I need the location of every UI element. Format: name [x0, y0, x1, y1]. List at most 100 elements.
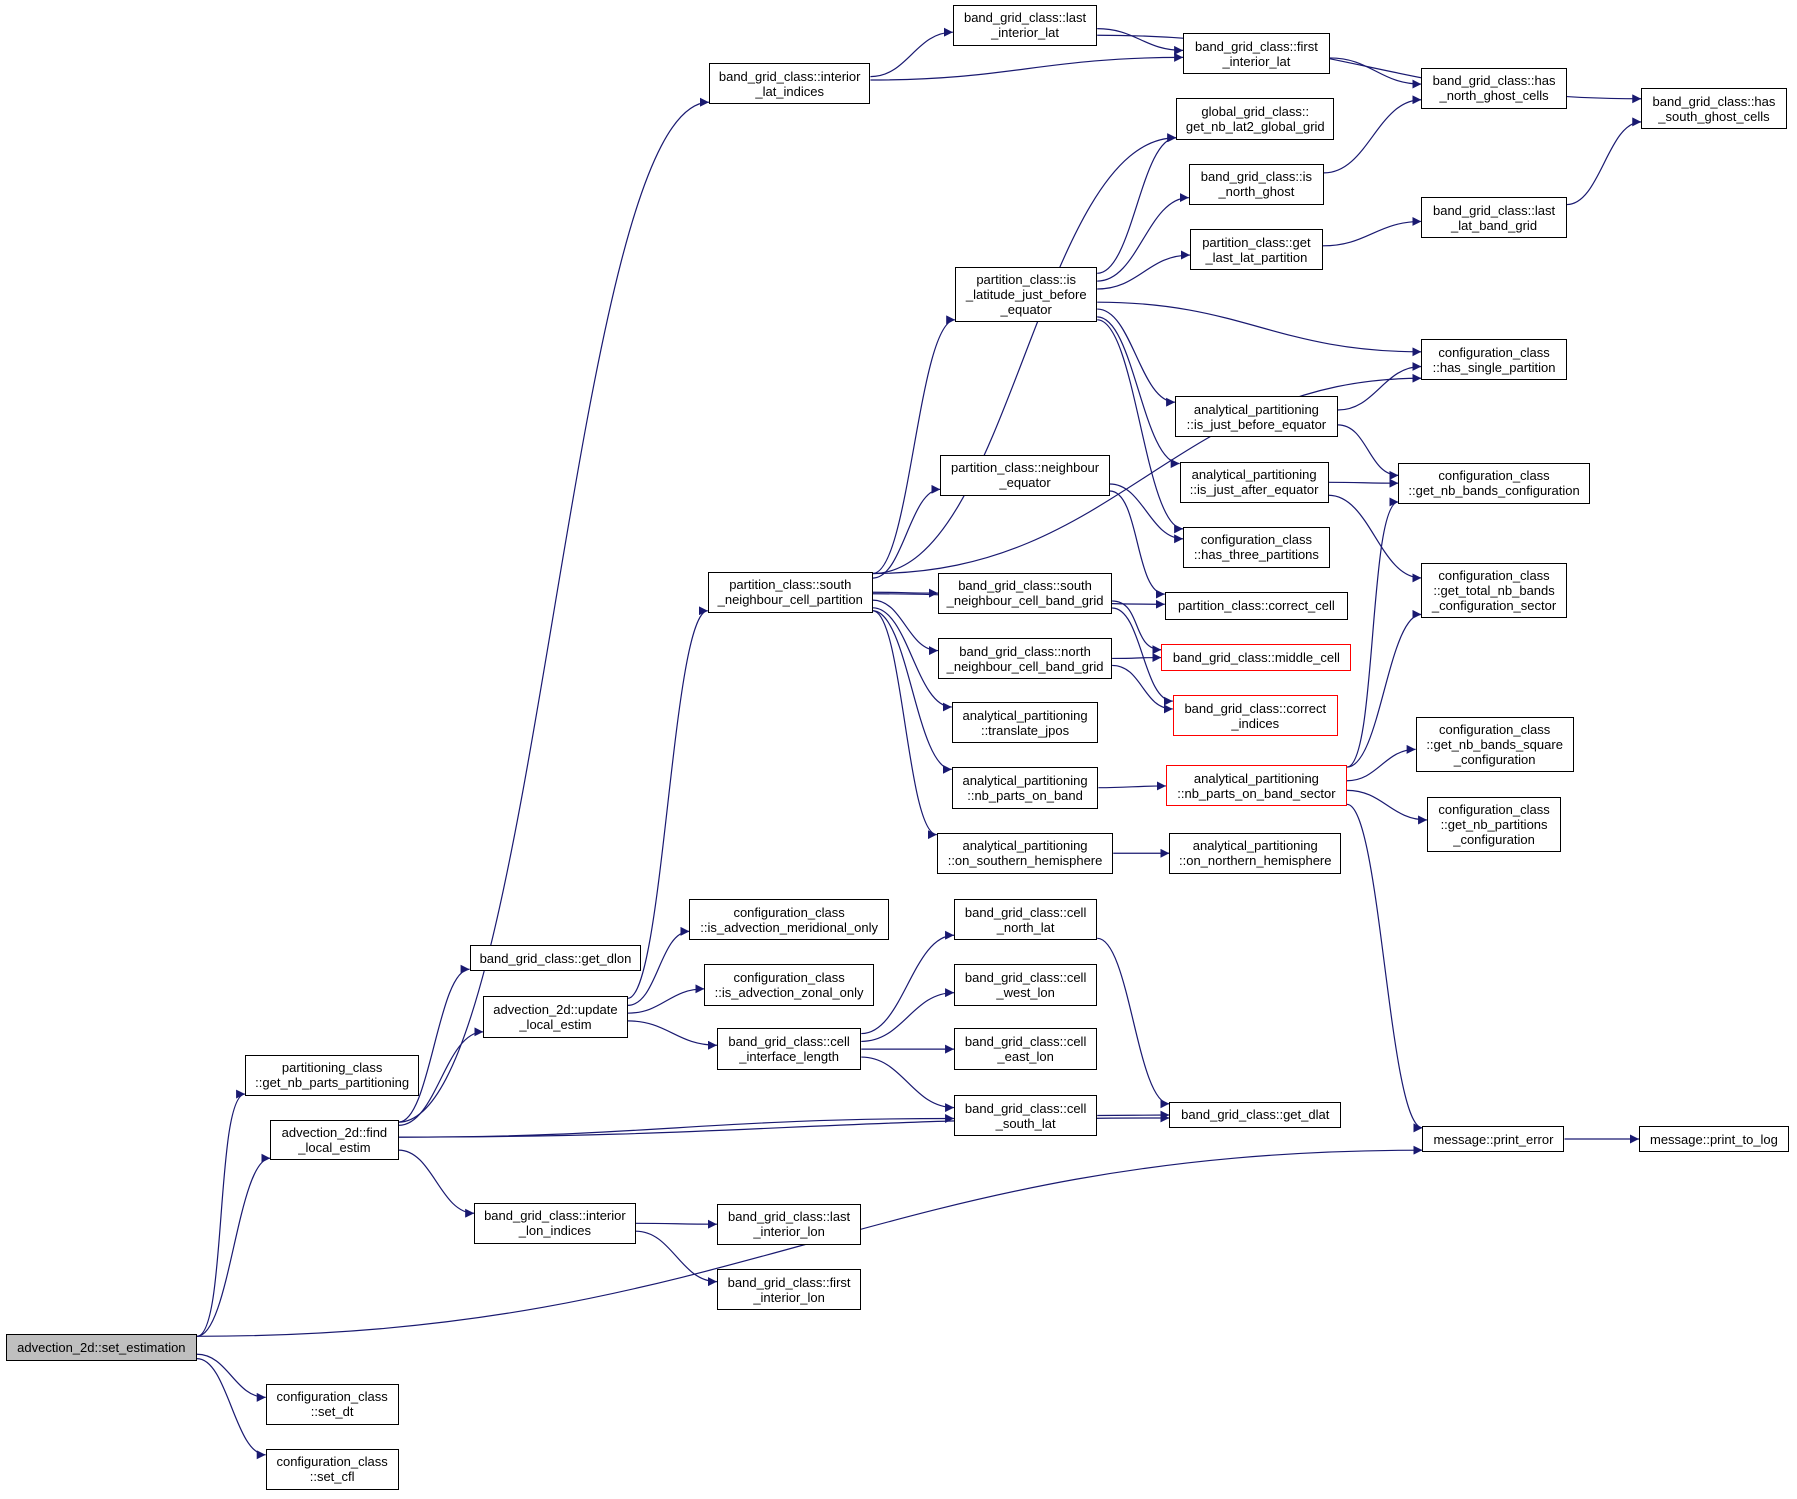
edge-interior-lon-indices-to-first-interior-lon [635, 1230, 717, 1287]
edge-cell-interface-length-to-cell-west-lon [861, 988, 955, 1043]
node-get-total-nb-bands-configuration-sector[interactable]: configuration_class ::get_total_nb_bands… [1421, 563, 1567, 619]
edge-south-neighbour-cell-partition-to-nb-parts-on-band [872, 610, 952, 774]
edge-nb-parts-on-band-sector-to-get-nb-partitions-configuration [1346, 789, 1428, 825]
node-middle-cell[interactable]: band_grid_class::middle_cell [1161, 643, 1352, 672]
edge-south-neighbour-cell-partition-to-south-neighbour-cell-band-grid [872, 588, 939, 598]
edge-south-neighbour-cell-band-grid-to-correct-indices [1112, 607, 1173, 706]
node-get-dlon[interactable]: band_grid_class::get_dlon [469, 944, 642, 972]
node-is-advection-zonal-only[interactable]: configuration_class ::is_advection_zonal… [704, 964, 874, 1006]
edge-cell-north-lat-to-get-dlat [1097, 937, 1170, 1109]
edge-is-latitude-just-before-equator-to-has-single-partition [1097, 301, 1422, 357]
node-set-cfl[interactable]: configuration_class ::set_cfl [265, 1448, 399, 1491]
node-is-just-before-equator[interactable]: analytical_partitioning ::is_just_before… [1175, 396, 1338, 438]
edge-is-just-after-equator-to-get-nb-bands-configuration [1328, 478, 1399, 488]
node-get-last-lat-partition[interactable]: partition_class::get _last_lat_partition [1189, 229, 1323, 271]
node-cell-east-lon[interactable]: band_grid_class::cell _east_lon [954, 1028, 1098, 1070]
node-get-nb-parts-partitioning[interactable]: partitioning_class ::get_nb_parts_partit… [245, 1054, 420, 1097]
node-interior-lon-indices[interactable]: band_grid_class::interior _lon_indices [474, 1202, 636, 1244]
node-get-nb-bands-square-configuration[interactable]: configuration_class ::get_nb_bands_squar… [1415, 716, 1574, 772]
node-has-north-ghost-cells[interactable]: band_grid_class::has _north_ghost_cells [1421, 67, 1567, 109]
node-update-local-estim[interactable]: advection_2d::update _local_estim [483, 996, 628, 1038]
node-first-interior-lat[interactable]: band_grid_class::first _interior_lat [1183, 33, 1330, 75]
edge-south-neighbour-cell-partition-to-is-latitude-just-before-equator [872, 315, 956, 575]
edge-is-north-ghost-to-has-north-ghost-cells [1323, 95, 1422, 174]
node-on-northern-hemisphere[interactable]: analytical_partitioning ::on_northern_he… [1169, 832, 1342, 874]
node-neighbour-equator[interactable]: partition_class::neighbour _equator [940, 454, 1110, 496]
node-is-advection-meridional-only[interactable]: configuration_class ::is_advection_merid… [689, 899, 889, 941]
edge-south-neighbour-cell-partition-to-get-nb-lat2-global-grid [872, 133, 1177, 575]
node-get-nb-bands-configuration[interactable]: configuration_class ::get_nb_bands_confi… [1398, 462, 1590, 504]
node-first-interior-lon[interactable]: band_grid_class::first _interior_lon [716, 1269, 862, 1311]
edge-update-local-estim-to-is-advection-zonal-only [627, 984, 705, 1014]
edge-set-estimation-to-get-nb-parts-partitioning [196, 1089, 246, 1337]
edge-last-interior-lat-to-first-interior-lat [1097, 28, 1184, 55]
node-get-nb-lat2-global-grid[interactable]: global_grid_class:: get_nb_lat2_global_g… [1176, 98, 1335, 140]
edge-interior-lat-indices-to-first-interior-lat [870, 52, 1184, 81]
node-is-latitude-just-before-equator[interactable]: partition_class::is _latitude_just_befor… [955, 266, 1098, 322]
node-has-south-ghost-cells[interactable]: band_grid_class::has _south_ghost_cells [1641, 88, 1787, 130]
edge-first-interior-lat-to-has-north-ghost-cells [1329, 57, 1422, 89]
edge-south-neighbour-cell-band-grid-to-middle-cell [1112, 600, 1162, 655]
edge-south-neighbour-cell-partition-to-translate-jpos [872, 607, 952, 712]
edge-update-local-estim-to-south-neighbour-cell-partition [627, 606, 708, 1000]
edge-is-just-before-equator-to-get-nb-bands-configuration [1337, 424, 1399, 480]
edge-is-latitude-just-before-equator-to-is-just-after-equator [1097, 316, 1180, 469]
edge-nb-parts-on-band-sector-to-get-nb-bands-configuration [1346, 497, 1399, 768]
edge-interior-lon-indices-to-last-interior-lon [635, 1219, 717, 1229]
node-on-southern-hemisphere[interactable]: analytical_partitioning ::on_southern_he… [936, 832, 1114, 874]
node-cell-north-lat[interactable]: band_grid_class::cell _north_lat [954, 899, 1098, 941]
edge-is-latitude-just-before-equator-to-has-three-partitions [1097, 319, 1184, 534]
edge-is-latitude-just-before-equator-to-is-just-before-equator [1097, 308, 1176, 407]
node-last-lat-band-grid[interactable]: band_grid_class::last _lat_band_grid [1421, 196, 1567, 239]
node-last-interior-lat[interactable]: band_grid_class::last _interior_lat [952, 4, 1098, 46]
node-has-single-partition[interactable]: configuration_class ::has_single_partiti… [1421, 339, 1567, 381]
edge-south-neighbour-cell-partition-to-has-single-partition [872, 373, 1422, 575]
node-print-to-log[interactable]: message::print_to_log [1638, 1125, 1789, 1153]
node-correct-cell[interactable]: partition_class::correct_cell [1164, 592, 1349, 620]
node-find-local-estim[interactable]: advection_2d::find _local_estim [270, 1120, 399, 1161]
node-cell-south-lat[interactable]: band_grid_class::cell _south_lat [954, 1094, 1098, 1137]
node-set-dt[interactable]: configuration_class ::set_dt [265, 1383, 399, 1425]
node-cell-interface-length[interactable]: band_grid_class::cell _interface_length [716, 1028, 862, 1070]
edge-north-neighbour-cell-band-grid-to-middle-cell [1112, 653, 1162, 663]
node-has-three-partitions[interactable]: configuration_class ::has_three_partitio… [1183, 526, 1330, 569]
node-print-error[interactable]: message::print_error [1422, 1125, 1565, 1153]
edge-update-local-estim-to-cell-interface-length [627, 1020, 717, 1050]
edge-neighbour-equator-to-correct-cell [1109, 490, 1165, 599]
node-interior-lat-indices[interactable]: band_grid_class::interior _lat_indices [708, 62, 871, 105]
node-nb-parts-on-band[interactable]: analytical_partitioning ::nb_parts_on_ba… [951, 767, 1099, 809]
edge-nb-parts-on-band-sector-to-print-error [1346, 803, 1423, 1133]
node-south-neighbour-cell-partition[interactable]: partition_class::south _neighbour_cell_p… [707, 571, 873, 613]
node-translate-jpos[interactable]: analytical_partitioning ::translate_jpos [951, 702, 1099, 744]
node-get-nb-partitions-configuration[interactable]: configuration_class ::get_nb_partitions … [1427, 797, 1562, 853]
edge-set-estimation-to-set-cfl [196, 1358, 266, 1460]
edge-get-last-lat-partition-to-last-lat-band-grid [1322, 216, 1422, 247]
node-get-dlat[interactable]: band_grid_class::get_dlat [1169, 1101, 1342, 1129]
edge-nb-parts-on-band-sector-to-get-nb-bands-square-configuration [1346, 744, 1416, 782]
edge-is-just-after-equator-to-get-total-nb-bands-configuration-sector [1328, 494, 1422, 583]
node-cell-west-lon[interactable]: band_grid_class::cell _west_lon [954, 964, 1098, 1006]
node-nb-parts-on-band-sector[interactable]: analytical_partitioning ::nb_parts_on_ba… [1165, 765, 1347, 807]
node-last-interior-lon[interactable]: band_grid_class::last _interior_lon [716, 1203, 862, 1245]
node-south-neighbour-cell-band-grid[interactable]: band_grid_class::south _neighbour_cell_b… [938, 572, 1113, 614]
edge-last-lat-band-grid-to-has-south-ghost-cells [1566, 117, 1642, 206]
edge-interior-lat-indices-to-last-interior-lat [870, 27, 953, 78]
edge-find-local-estim-to-cell-south-lat [398, 1113, 955, 1138]
node-is-north-ghost[interactable]: band_grid_class::is _north_ghost [1188, 163, 1324, 205]
edge-is-latitude-just-before-equator-to-is-north-ghost [1097, 193, 1189, 282]
node-correct-indices[interactable]: band_grid_class::correct _indices [1172, 695, 1338, 737]
edge-north-neighbour-cell-band-grid-to-correct-indices [1112, 664, 1173, 714]
edge-is-latitude-just-before-equator-to-get-nb-lat2-global-grid [1097, 133, 1177, 274]
edge-set-estimation-to-set-dt [196, 1353, 266, 1402]
edge-south-neighbour-cell-partition-to-north-neighbour-cell-band-grid [872, 599, 939, 656]
node-set-estimation[interactable]: advection_2d::set_estimation [5, 1334, 197, 1361]
node-north-neighbour-cell-band-grid[interactable]: band_grid_class::north _neighbour_cell_b… [938, 637, 1113, 680]
edge-cell-interface-length-to-cell-north-lat [861, 930, 955, 1035]
edge-south-neighbour-cell-partition-to-neighbour-equator [872, 484, 941, 579]
edge-update-local-estim-to-is-advection-meridional-only [627, 926, 690, 1006]
edge-find-local-estim-to-interior-lat-indices [398, 97, 709, 1123]
edge-neighbour-equator-to-has-three-partitions [1109, 483, 1184, 544]
edge-find-local-estim-to-interior-lon-indices [398, 1149, 475, 1218]
node-is-just-after-equator[interactable]: analytical_partitioning ::is_just_after_… [1179, 461, 1329, 503]
edge-nb-parts-on-band-sector-to-get-total-nb-bands-configuration-sector [1346, 609, 1422, 768]
